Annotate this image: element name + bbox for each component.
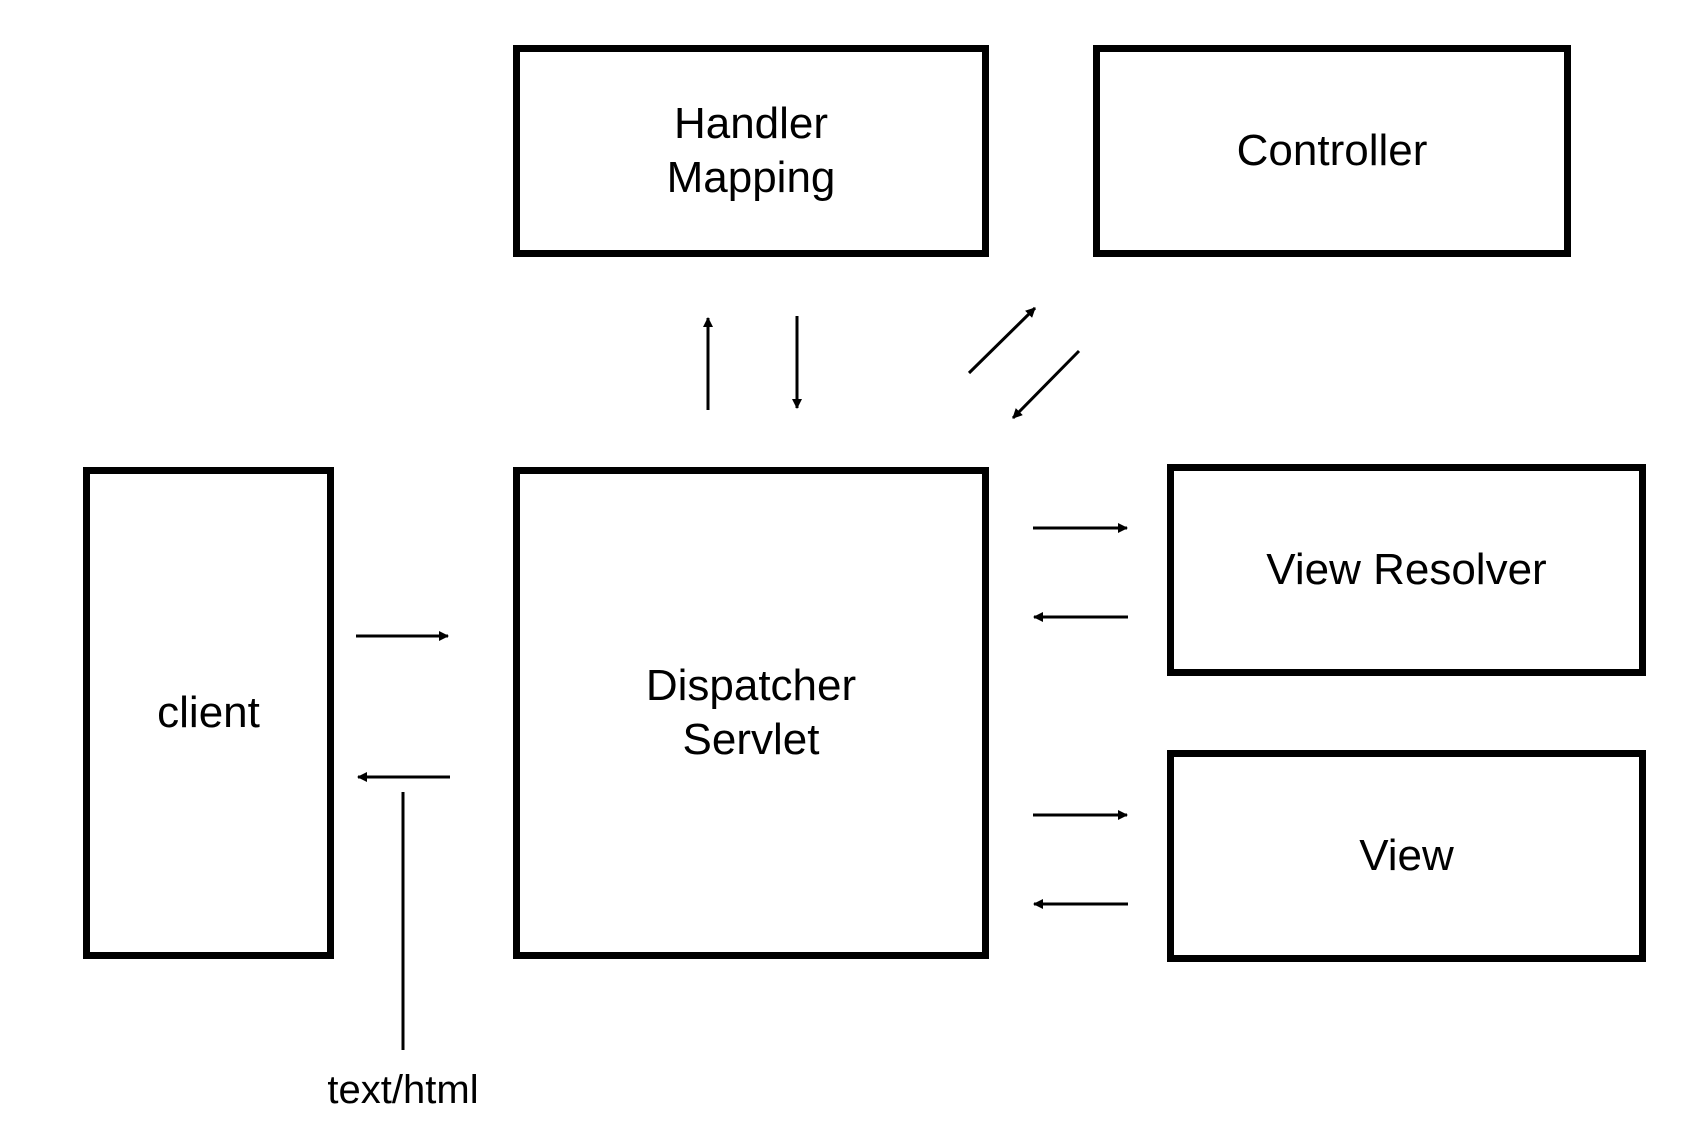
client-box: client [83, 467, 334, 959]
arrow-from-controller [1011, 349, 1081, 420]
view-resolver-box: View Resolver [1167, 464, 1646, 676]
arrow-to-controller [967, 306, 1037, 375]
handler-mapping-label: Handler Mapping [666, 99, 836, 202]
client-label: client [157, 688, 260, 737]
controller-label: Controller [1236, 126, 1428, 175]
handler-mapping-box: Handler Mapping [513, 45, 989, 257]
dispatcher-servlet-box: Dispatcher Servlet [513, 467, 989, 959]
dispatcher-servlet-label: Dispatcher Servlet [645, 661, 857, 764]
response-type-label: text/html [327, 1068, 479, 1112]
view-box: View [1167, 750, 1646, 962]
view-label: View [1359, 831, 1454, 880]
view-resolver-label: View Resolver [1266, 545, 1547, 594]
controller-box: Controller [1093, 45, 1571, 257]
